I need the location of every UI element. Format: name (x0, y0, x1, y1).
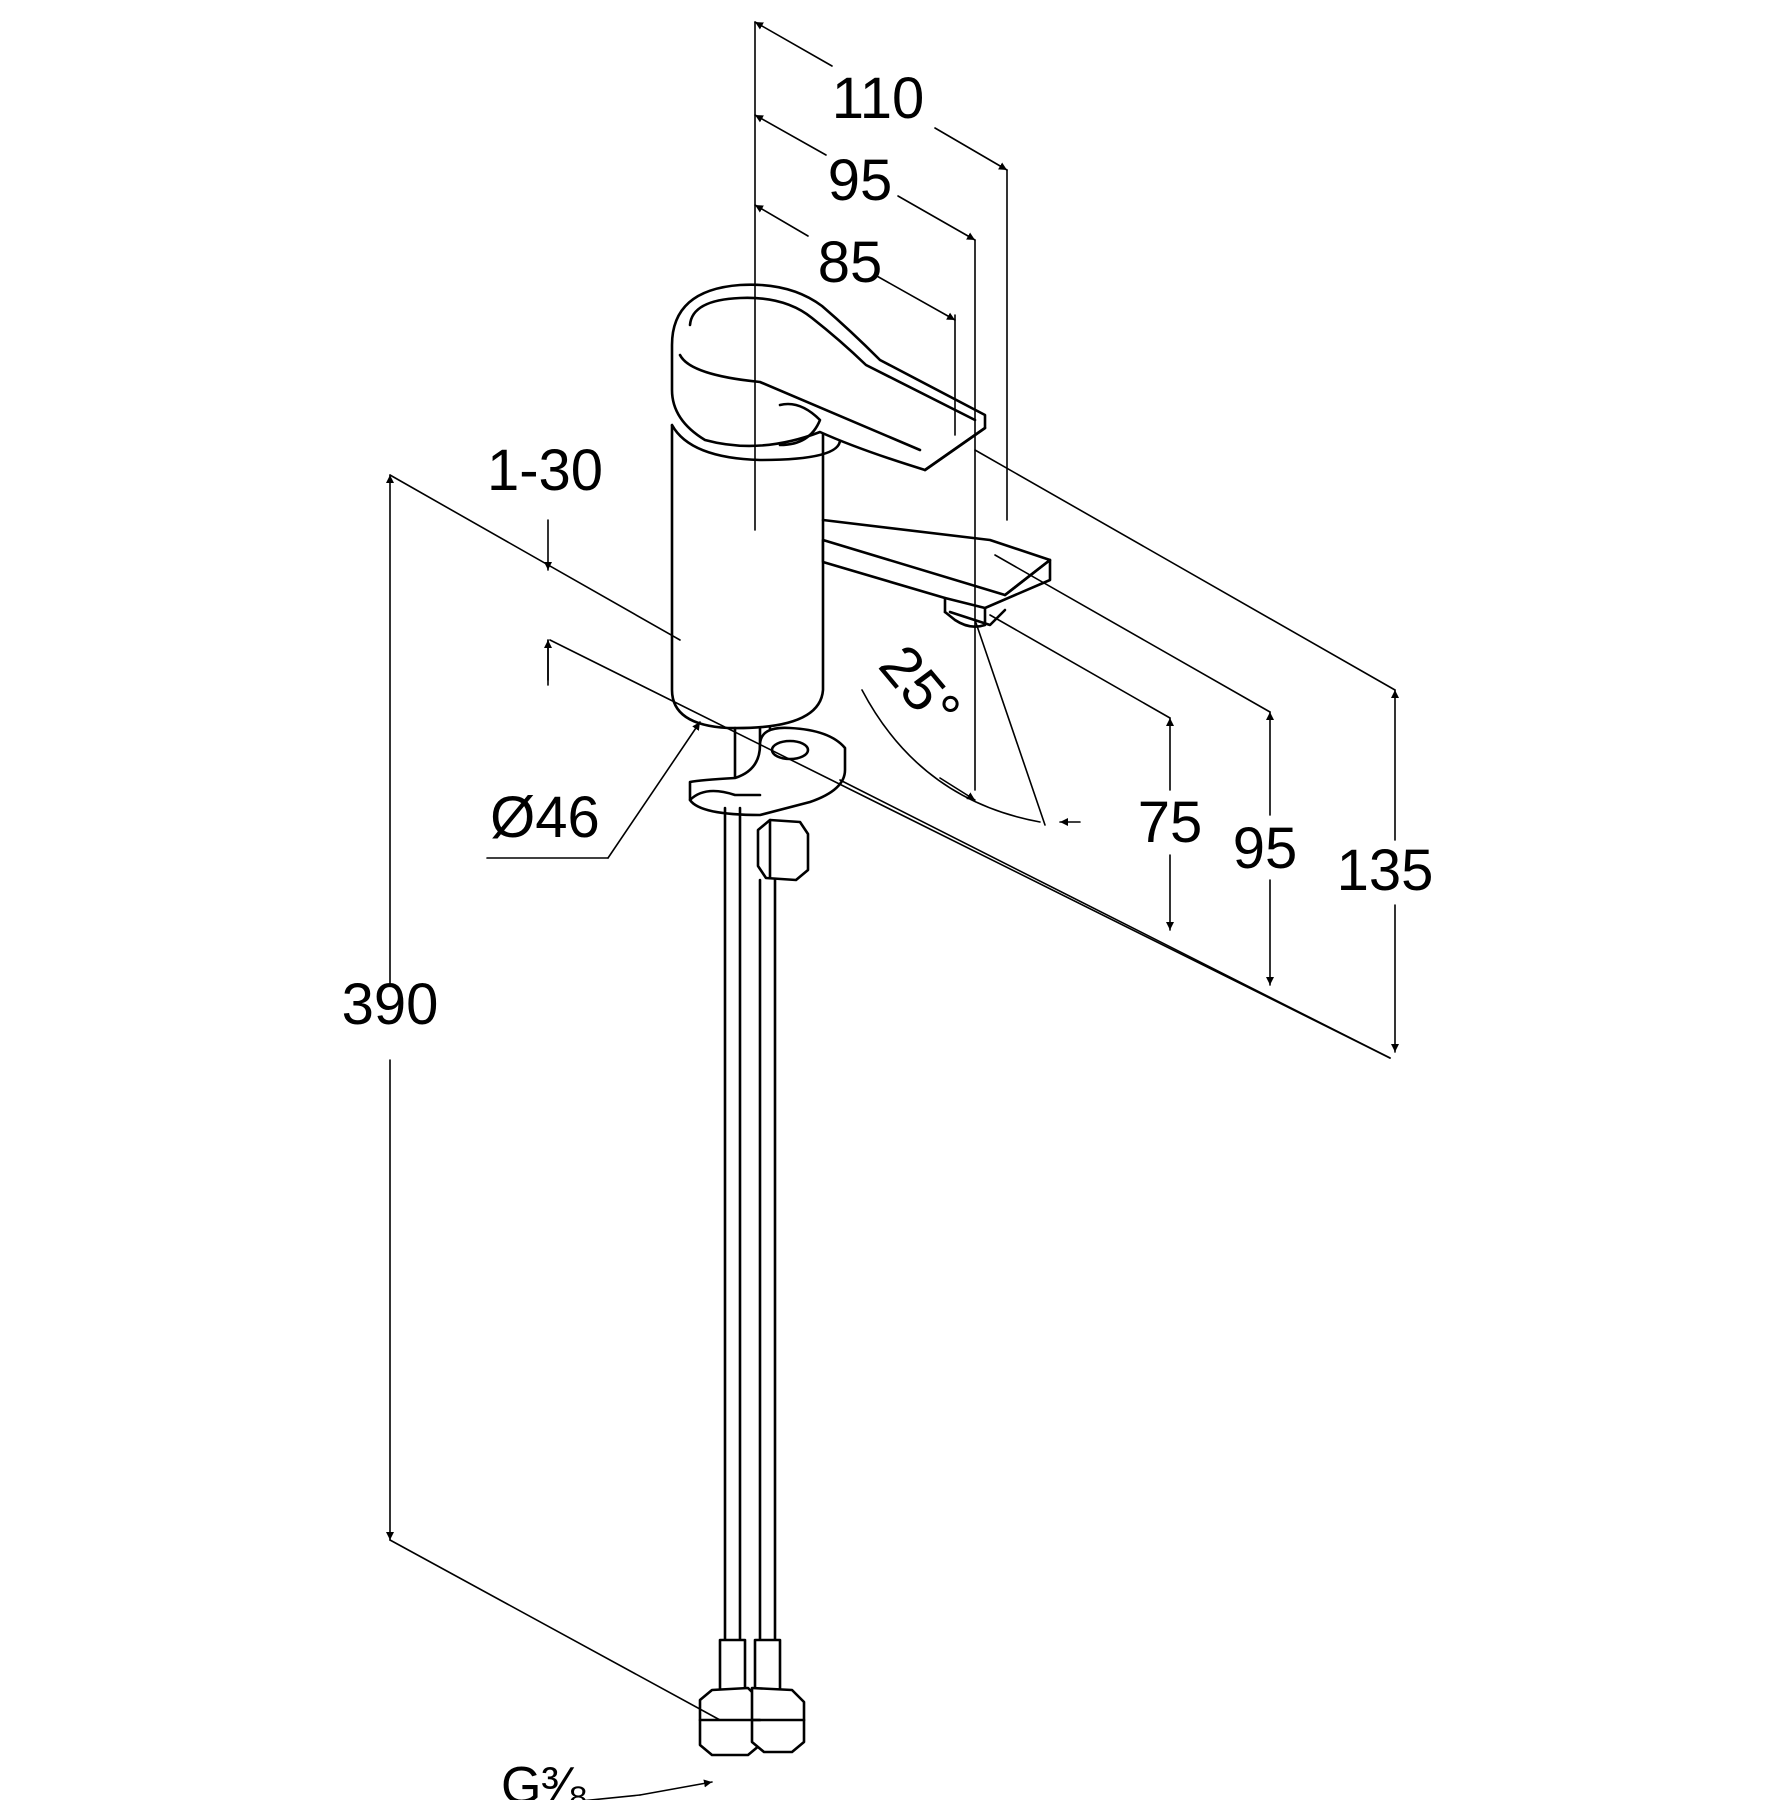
label-thread-size: G³⁄₈ (501, 1757, 589, 1800)
label-swivel-angle: 25° (867, 633, 973, 742)
label-total-height: 390 (342, 972, 439, 1037)
label-depth-85: 85 (818, 230, 883, 295)
mounting-set (688, 726, 847, 1757)
label-thickness: 1-30 (487, 438, 603, 503)
label-depth-95: 95 (828, 148, 893, 213)
label-lever-height: 95 (1233, 816, 1298, 881)
dimension-lines (386, 21, 1399, 1800)
label-spout-height: 75 (1138, 790, 1203, 855)
label-hole-diameter: Ø46 (490, 785, 600, 850)
faucet-body (670, 283, 1052, 730)
label-depth-110: 110 (832, 66, 924, 131)
label-overall-height: 135 (1337, 838, 1434, 903)
dimension-labels: 110 95 85 1-30 Ø46 390 75 95 135 25° G³⁄… (342, 66, 1434, 1800)
